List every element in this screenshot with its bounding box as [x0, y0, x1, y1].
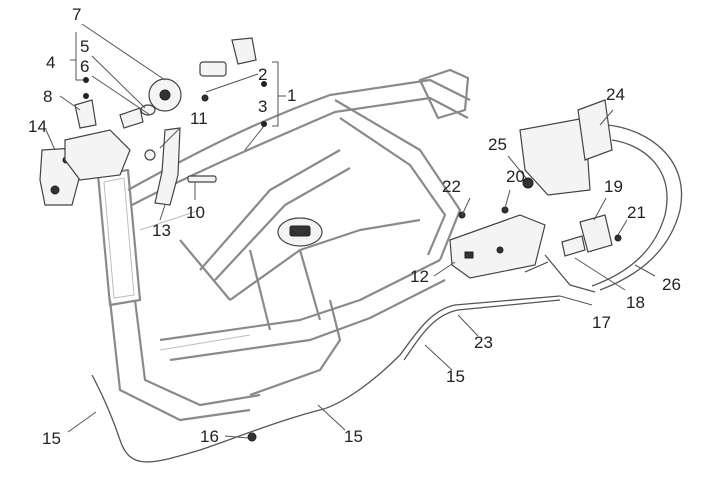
callout-26: 26: [662, 275, 681, 294]
lock-cylinder-part: [119, 78, 182, 129]
callout-8: 8: [43, 87, 52, 106]
callout-6: 6: [80, 57, 89, 76]
callout-10: 10: [186, 203, 205, 222]
callout-11: 11: [190, 109, 208, 128]
callout-1: 1: [287, 86, 296, 105]
callout-labels: 1 2 3 4 5 6 7 8 10 11 12 13 14 15 15 15 …: [28, 5, 681, 448]
key-part: [199, 37, 257, 102]
callout-7: 7: [72, 5, 81, 24]
callout-2: 2: [258, 65, 267, 84]
callout-25: 25: [488, 135, 507, 154]
cables: [91, 124, 683, 463]
callout-12: 12: [410, 267, 429, 286]
callout-22: 22: [442, 177, 461, 196]
callout-16: 16: [200, 427, 219, 446]
callout-13: 13: [152, 221, 171, 240]
group-bullets: [83, 77, 267, 127]
callout-24: 24: [606, 85, 625, 104]
callout-23: 23: [474, 333, 493, 352]
actuator-part: [561, 214, 613, 257]
rear-bracket-part: [519, 99, 613, 196]
callout-19: 19: [604, 177, 623, 196]
callout-18: 18: [626, 293, 645, 312]
scooter-frame: [96, 68, 471, 422]
callout-15-left: 15: [42, 429, 61, 448]
callout-3: 3: [258, 97, 267, 116]
callout-15-right: 15: [446, 367, 465, 386]
fuel-cap-part: [277, 217, 323, 247]
callout-21: 21: [627, 203, 646, 222]
callout-17: 17: [592, 313, 611, 332]
callout-4: 4: [46, 53, 55, 72]
callout-5: 5: [80, 37, 89, 56]
lock-housing-part: [64, 99, 131, 181]
callout-20: 20: [506, 167, 525, 186]
leader-lines: [45, 23, 656, 439]
callout-14: 14: [28, 117, 47, 136]
seat-lock-part: [449, 214, 546, 279]
callout-15-middle: 15: [344, 427, 363, 446]
